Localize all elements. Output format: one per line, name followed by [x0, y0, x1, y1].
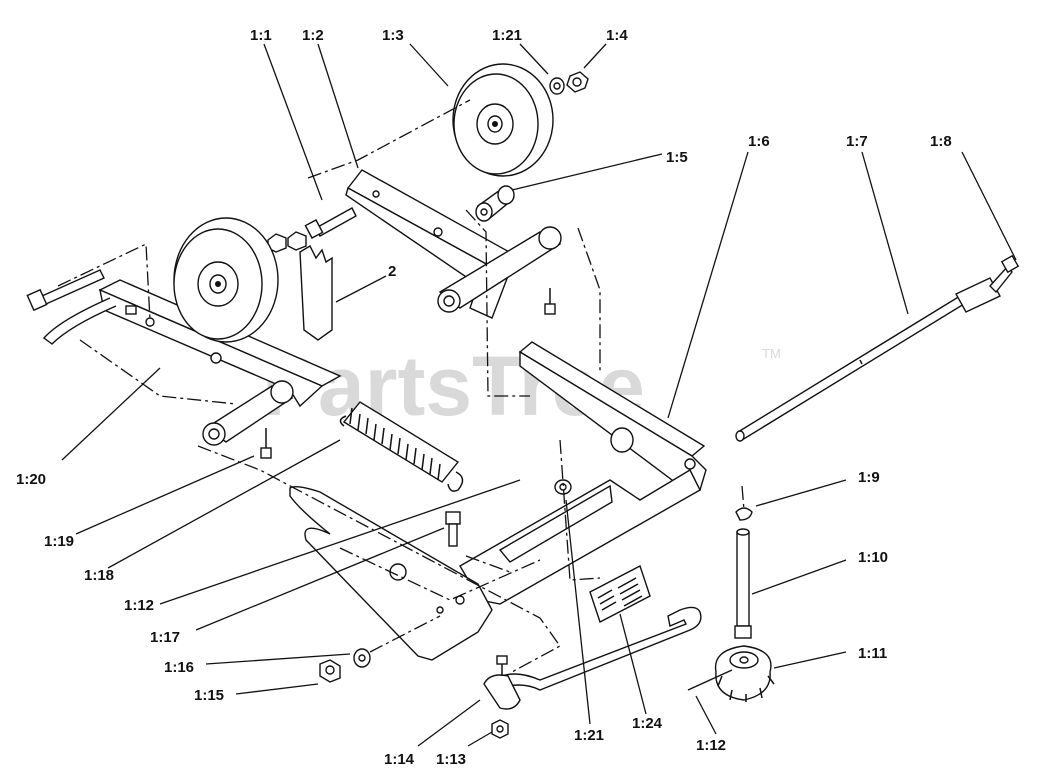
- instruction-decal: [589, 565, 651, 623]
- idler-pulley-upper: [452, 63, 554, 177]
- watermark-trademark: TM: [762, 346, 781, 361]
- label-1-24: 1:24: [632, 715, 663, 732]
- nut-lower-bottom: [491, 719, 509, 739]
- label-1-21-bottom: 1:21: [574, 727, 604, 744]
- label-1-12-left: 1:12: [124, 597, 154, 614]
- spacer-bushing: [475, 185, 515, 222]
- roll-pin: [687, 669, 733, 691]
- label-1-15: 1:15: [194, 687, 224, 704]
- label-1-13: 1:13: [436, 751, 466, 768]
- adjustment-knob: [714, 645, 775, 702]
- upper-idler-bracket: [345, 169, 522, 319]
- retaining-clip: [735, 507, 753, 521]
- label-1-14: 1:14: [384, 751, 415, 768]
- bolt-upper: [304, 207, 357, 239]
- label-2: 2: [388, 263, 396, 280]
- bolt-vertical-left: [445, 511, 461, 547]
- pivot-tube-lower: [202, 380, 294, 446]
- label-1-21-top: 1:21: [492, 27, 522, 44]
- label-1-12-right: 1:12: [696, 737, 726, 754]
- nut-washer-upper: [549, 71, 589, 95]
- label-1-4: 1:4: [606, 27, 628, 44]
- adjustment-rod: [735, 277, 1001, 442]
- label-1-17: 1:17: [150, 629, 180, 646]
- washer-center: [554, 479, 572, 495]
- pivot-tube-upper: [437, 226, 562, 313]
- label-1-18: 1:18: [84, 567, 114, 584]
- main-mounting-bracket: [459, 341, 707, 605]
- label-1-9: 1:9: [858, 469, 880, 486]
- label-1-19: 1:19: [44, 533, 74, 550]
- washer-lower: [353, 648, 371, 668]
- label-1-8: 1:8: [930, 133, 952, 150]
- control-rod-lower: [483, 606, 702, 710]
- label-1-5: 1:5: [666, 149, 688, 166]
- label-1-2: 1:2: [302, 27, 324, 44]
- adjustment-shaft: [734, 528, 752, 639]
- assembly-lines: [57, 99, 745, 673]
- label-1-20: 1:20: [16, 471, 46, 488]
- label-1-3: 1:3: [382, 27, 404, 44]
- label-1-1: 1:1: [250, 27, 272, 44]
- label-1-10: 1:10: [858, 549, 888, 566]
- bolt-rod-end: [989, 254, 1020, 294]
- bolt-lower-left: [26, 269, 105, 312]
- nut-lower-left: [319, 659, 341, 683]
- label-1-6: 1:6: [748, 133, 770, 150]
- label-1-16: 1:16: [164, 659, 194, 676]
- label-1-7: 1:7: [846, 133, 868, 150]
- leader-lines: [61, 43, 1017, 747]
- grease-fitting-upper: [544, 288, 556, 315]
- idler-pulley-lower: [173, 217, 279, 343]
- label-1-11: 1:11: [858, 645, 887, 662]
- nut-belt-guide: [267, 231, 333, 341]
- extension-spring: [339, 401, 464, 492]
- part-labels: 1:1 1:2 1:3 1:21 1:4 1:5 1:6 1:7 1:8 2 1…: [16, 27, 952, 768]
- lower-plate: [289, 485, 493, 661]
- grease-fitting-left: [260, 428, 272, 459]
